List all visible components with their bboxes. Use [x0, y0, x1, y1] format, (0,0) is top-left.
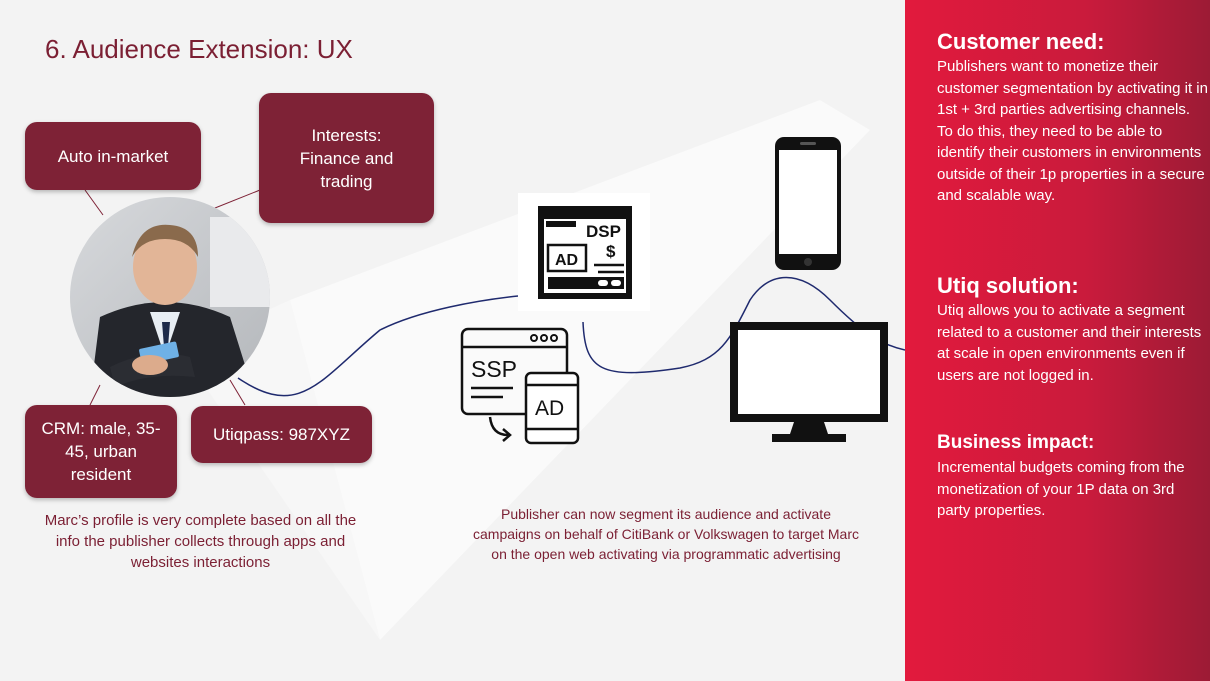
ssp-label: SSP	[471, 356, 517, 382]
dsp-label: DSP	[586, 222, 621, 241]
connection-lines	[84, 189, 905, 406]
crm-label: CRM: male, 35-45, urban resident	[41, 419, 161, 484]
connector-dsp-devices	[582, 276, 905, 374]
connector-crm	[89, 384, 101, 406]
profile-caption: Marc’s profile is very complete based on…	[44, 512, 357, 571]
interests-label: Interests: Finance and trading	[299, 125, 394, 191]
publisher-caption: Publisher can now segment its audience a…	[473, 506, 859, 562]
utiq-solution-heading: Utiq solution:	[937, 273, 1079, 298]
ssp-icon: SSP AD	[460, 327, 580, 445]
auto-in-market-box: Auto in-market	[25, 122, 201, 190]
auto-in-market-label: Auto in-market	[57, 146, 169, 166]
connector-auto	[84, 189, 104, 216]
person-photo	[70, 197, 270, 397]
customer-need-text: Publishers want to monetize their custom…	[937, 58, 1208, 204]
connector-person-dsp	[237, 295, 519, 397]
monitor-icon	[730, 322, 888, 442]
dsp-icon: DSP $ AD	[538, 206, 632, 299]
utiq-solution-text: Utiq allows you to activate a segment re…	[937, 302, 1202, 384]
business-impact-text: Incremental budgets coming from the mone…	[937, 459, 1185, 519]
dsp-icon-card: DSP $ AD	[518, 193, 650, 311]
crm-box: CRM: male, 35-45, urban resident	[25, 405, 177, 498]
background-check-shape	[0, 0, 905, 681]
interests-box: Interests: Finance and trading	[259, 93, 434, 223]
dsp-currency: $	[606, 242, 616, 261]
info-panel: Customer need: Publishers want to moneti…	[905, 0, 1210, 681]
dsp-ad-label: AD	[555, 252, 578, 269]
utiqpass-box: Utiqpass: 987XYZ	[191, 406, 372, 463]
business-impact-heading: Business impact:	[937, 432, 1095, 453]
connector-utiqpass	[229, 379, 246, 406]
smartphone-icon	[775, 137, 841, 270]
ssp-ad-label: AD	[535, 397, 564, 420]
utiqpass-label: Utiqpass: 987XYZ	[212, 425, 350, 444]
customer-need-heading: Customer need:	[937, 29, 1105, 54]
ssp-icon-card: SSP AD	[458, 325, 583, 447]
connector-interests	[209, 189, 261, 211]
page-title: 6. Audience Extension: UX	[45, 34, 353, 64]
